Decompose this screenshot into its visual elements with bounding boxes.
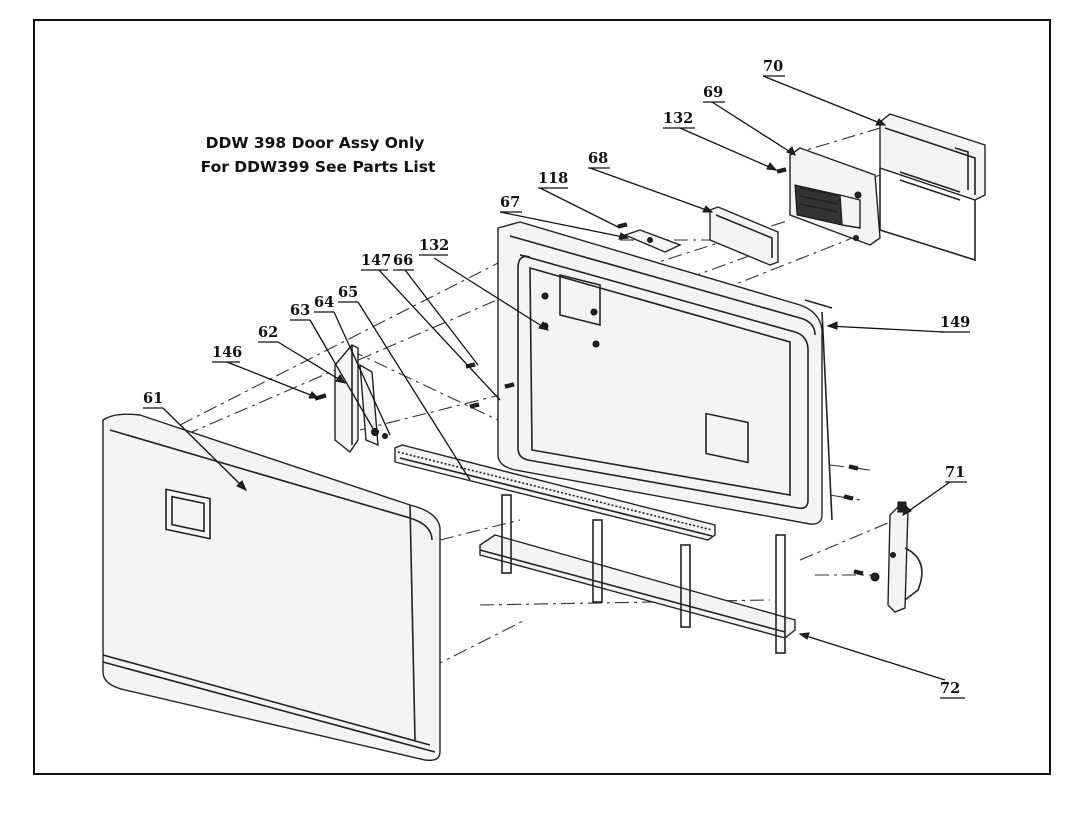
callout-65: 65 xyxy=(338,284,358,301)
callout-67: 67 xyxy=(500,194,520,211)
side-bracket xyxy=(334,344,388,454)
inner-door-liner xyxy=(497,221,833,525)
screws xyxy=(314,167,864,576)
callout-68: 68 xyxy=(588,150,608,167)
callout-63: 63 xyxy=(290,302,310,319)
outer-door-panel xyxy=(102,413,441,762)
callout-70: 70 xyxy=(763,58,783,75)
arrowheads xyxy=(236,118,912,640)
callout-72: 72 xyxy=(940,680,960,697)
control-housing xyxy=(879,113,986,262)
hinge-bracket xyxy=(870,501,923,613)
callout-69: 69 xyxy=(703,84,723,101)
callout-64: 64 xyxy=(314,294,334,311)
leader-lines xyxy=(162,75,951,681)
callout-labels: 61 62 63 64 65 66 67 68 69 70 71 72 118 … xyxy=(143,58,970,697)
bottom-trim-plate xyxy=(479,534,796,639)
callout-147: 147 xyxy=(361,252,391,269)
diagram-title-line-1: DDW 398 Door Assy Only xyxy=(206,134,425,152)
bottom-strip xyxy=(394,444,716,541)
callout-146: 146 xyxy=(212,344,242,361)
small-plate xyxy=(709,206,779,266)
callout-132-upper: 132 xyxy=(663,110,693,127)
callout-underlines xyxy=(143,75,970,699)
callout-66: 66 xyxy=(393,252,413,269)
diagram-title-line-2: For DDW399 See Parts List xyxy=(201,158,436,176)
diagram-border xyxy=(33,19,1051,775)
callout-149: 149 xyxy=(940,314,970,331)
callout-71: 71 xyxy=(945,464,965,481)
callout-118: 118 xyxy=(538,170,568,187)
small-bracket xyxy=(623,229,682,253)
control-module xyxy=(789,147,881,246)
callout-132-lower: 132 xyxy=(419,237,449,254)
support-legs xyxy=(501,494,786,654)
callout-62: 62 xyxy=(258,324,278,341)
callout-61: 61 xyxy=(143,390,163,407)
